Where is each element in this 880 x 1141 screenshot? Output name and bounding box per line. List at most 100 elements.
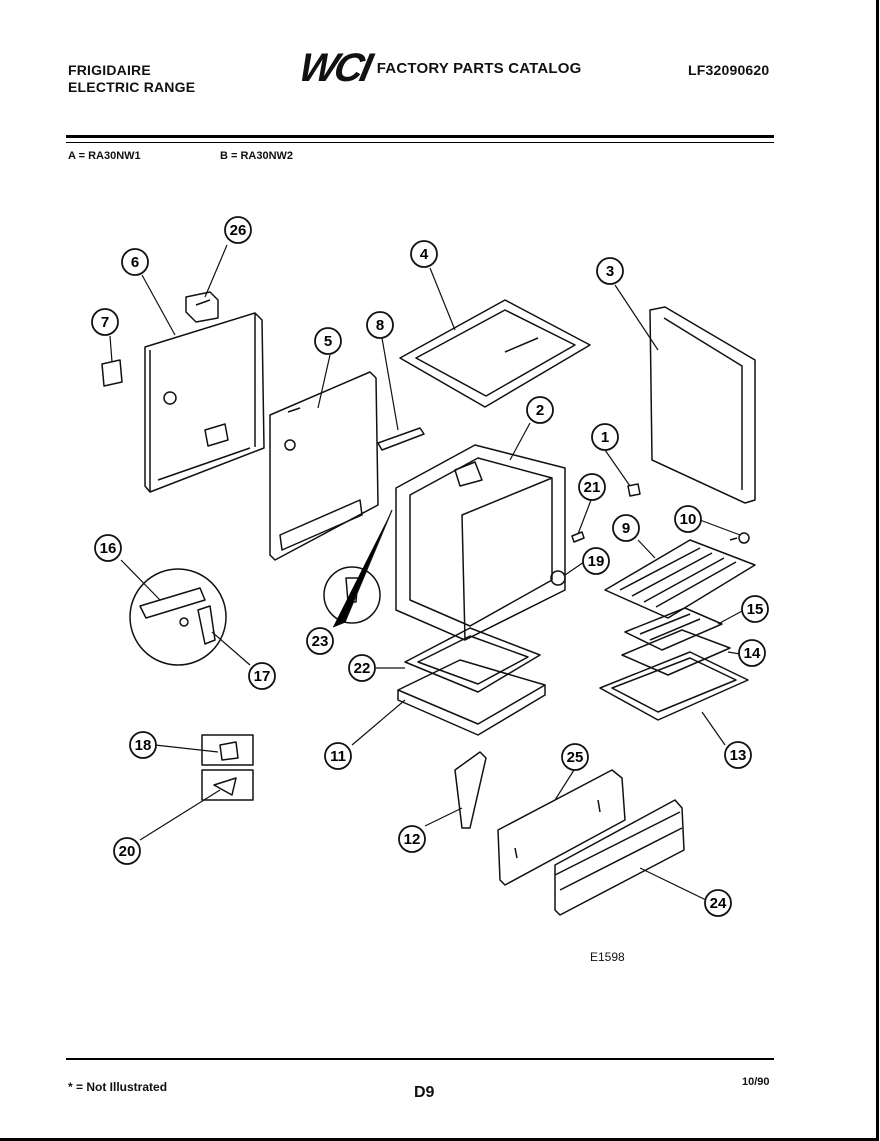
part-1-clip: [627, 483, 641, 497]
callout-number: 16: [100, 540, 117, 557]
callout-circle: [578, 473, 606, 501]
callout-number: 15: [747, 601, 764, 618]
callout-circle: [724, 741, 752, 769]
callout-1: 1: [591, 423, 619, 451]
product-type: ELECTRIC RANGE: [68, 79, 196, 95]
callout-2: 2: [526, 396, 554, 424]
leader-lines: [109, 244, 745, 901]
callout-circle: [248, 662, 276, 690]
callout-circle: [121, 248, 149, 276]
part-22-panel: [404, 627, 541, 693]
part-24-kick-plate: [554, 799, 685, 916]
part-11-drawer: [397, 659, 546, 736]
callout-circle: [674, 505, 702, 533]
callout-circle: [526, 396, 554, 424]
callout-circle: [113, 837, 141, 865]
callout-number: 20: [119, 843, 136, 860]
brand-name: FRIGIDAIRE: [68, 62, 151, 78]
callout-circle: [410, 240, 438, 268]
callout-circle: [366, 311, 394, 339]
callout-number: 17: [254, 668, 271, 685]
callout-circle: [94, 534, 122, 562]
callout-circle: [582, 547, 610, 575]
part-12-hinge: [454, 751, 487, 829]
callout-10: 10: [674, 505, 702, 533]
callout-number: 21: [584, 479, 601, 496]
callout-16: 16: [94, 534, 122, 562]
callout-number: 7: [101, 314, 109, 331]
brand-block: FRIGIDAIRE ELECTRIC RANGE: [68, 62, 195, 96]
callout-11: 11: [324, 742, 352, 770]
callout-number: 18: [135, 737, 152, 754]
callout-23: 23: [306, 627, 334, 655]
part-5-panel: [269, 371, 379, 561]
callout-21: 21: [578, 473, 606, 501]
callout-17: 17: [248, 662, 276, 690]
callout-number: 9: [622, 520, 630, 537]
callout-7: 7: [91, 308, 119, 336]
part-10-knob: [729, 532, 750, 544]
callout-20: 20: [113, 837, 141, 865]
callout-number: 3: [606, 263, 614, 280]
part-9-rack: [604, 539, 756, 619]
part-13-drip-tray: [599, 651, 749, 721]
illustration-code: E1598: [590, 950, 625, 964]
callout-group: 2667584321211091915141316172322111820122…: [91, 216, 769, 917]
callout-number: 8: [376, 317, 384, 334]
callout-3: 3: [596, 257, 624, 285]
part-20-bracket: [201, 769, 254, 801]
callout-circle: [704, 889, 732, 917]
part-26-bracket: [185, 291, 219, 323]
callout-circle: [324, 742, 352, 770]
header-rule-thin: [66, 142, 774, 143]
part-7-plate: [101, 359, 123, 387]
callout-number: 2: [536, 402, 544, 419]
callout-number: 19: [588, 553, 605, 570]
callout-18: 18: [129, 731, 157, 759]
footnote: * = Not Illustrated: [68, 1080, 168, 1094]
callout-circle: [596, 257, 624, 285]
callout-number: 10: [680, 511, 697, 528]
callout-22: 22: [348, 654, 376, 682]
callout-circle: [224, 216, 252, 244]
callout-circle: [306, 627, 334, 655]
footer-rule: [66, 1058, 774, 1060]
callout-number: 5: [324, 333, 332, 350]
callout-circle: [348, 654, 376, 682]
callout-number: 11: [330, 748, 346, 765]
header-rule: [66, 135, 774, 138]
callout-13: 13: [724, 741, 752, 769]
callout-number: 25: [567, 749, 584, 766]
callout-circle: [738, 639, 766, 667]
part-6-back-panel: [144, 312, 265, 493]
part-2-oven-cavity: [395, 444, 566, 641]
callout-14: 14: [738, 639, 766, 667]
part-25-panel: [497, 769, 626, 886]
catalog-header: WCI FACTORY PARTS CATALOG: [295, 46, 582, 90]
callout-number: 26: [230, 222, 247, 239]
catalog-title: FACTORY PARTS CATALOG: [376, 59, 582, 77]
part-23-detail-circle: [323, 566, 381, 624]
model-b: B = RA30NW2: [220, 150, 294, 162]
callout-circle: [91, 308, 119, 336]
part-16-17-detail-circle: [129, 568, 227, 666]
callout-circle: [612, 514, 640, 542]
callout-number: 4: [420, 246, 429, 263]
model-a: A = RA30NW1: [68, 150, 141, 162]
callout-number: 6: [131, 254, 139, 271]
callout-circle: [561, 743, 589, 771]
part-4-top: [399, 299, 591, 408]
part-18-bracket: [201, 734, 254, 766]
callout-number: 13: [730, 747, 747, 764]
callout-number: 12: [404, 831, 421, 848]
callout-number: 1: [601, 429, 609, 446]
callout-9: 9: [612, 514, 640, 542]
callout-8: 8: [366, 311, 394, 339]
callout-26: 26: [224, 216, 252, 244]
callout-circle: [129, 731, 157, 759]
callout-circle: [398, 825, 426, 853]
page-number: D9: [414, 1084, 435, 1101]
part-19-lamp: [550, 570, 566, 586]
